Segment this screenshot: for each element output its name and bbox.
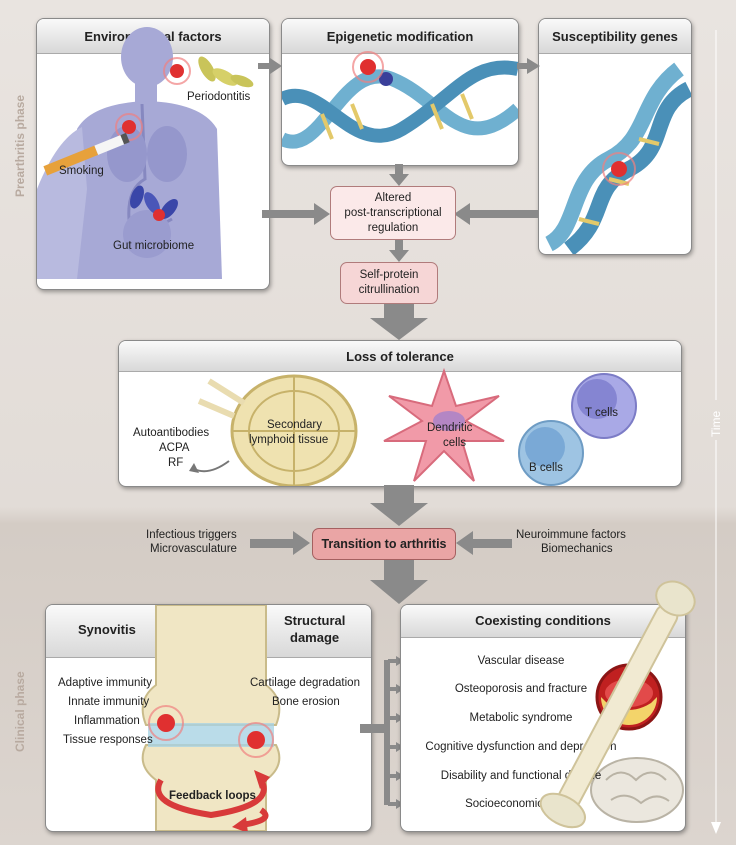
autoantibodies-label: Autoantibodies xyxy=(133,427,210,439)
altered-line2: post-transcriptional xyxy=(344,206,442,219)
secondary-label-1: Secondary xyxy=(267,419,322,431)
loss-of-tolerance-title: Loss of tolerance xyxy=(346,349,454,364)
dendritic-label-2: cells xyxy=(443,437,467,449)
susceptibility-genes-title: Susceptibility genes xyxy=(552,29,678,44)
biomechanics-label: Biomechanics xyxy=(541,543,613,555)
synovitis-panel: Synovitis Structural damage Adaptive imm… xyxy=(45,604,372,832)
altered-line3: regulation xyxy=(367,221,419,234)
altered-line1: Altered xyxy=(374,191,412,204)
innate-immunity-label: Innate immunity xyxy=(68,696,150,708)
citrullination-line1: Self-protein xyxy=(359,269,419,281)
acpa-label: ACPA xyxy=(159,442,190,454)
joint-illustration xyxy=(141,605,281,831)
b-cells-label: B cells xyxy=(529,462,563,474)
dna-helix-illustration xyxy=(282,51,518,149)
dendritic-label-1: Dendritic xyxy=(427,422,473,434)
infectious-triggers-label: Infectious triggers xyxy=(146,529,237,541)
coexisting-item: Vascular disease xyxy=(477,655,565,667)
coexisting-item: Osteoporosis and fracture xyxy=(454,683,588,695)
immune-cells-illustration xyxy=(189,367,637,486)
microvasculature-label: Microvasculature xyxy=(150,543,237,555)
altered-regulation-box: Altered post-transcriptional regulation xyxy=(330,186,456,240)
transition-box: Transition to arthritis xyxy=(312,528,456,560)
synovitis-title: Synovitis xyxy=(78,622,136,637)
citrullination-line2: citrullination xyxy=(358,284,420,296)
susceptibility-genes-panel: Susceptibility genes xyxy=(538,18,692,255)
inflammation-label: Inflammation xyxy=(74,715,140,727)
secondary-label-2: lymphoid tissue xyxy=(249,434,329,446)
cartilage-degradation-label: Cartilage degradation xyxy=(250,677,360,689)
dna-helix-illustration-2 xyxy=(544,62,691,254)
coexisting-item: Metabolic syndrome xyxy=(469,712,573,724)
gut-microbiome-label: Gut microbiome xyxy=(113,240,195,252)
bone-erosion-label: Bone erosion xyxy=(272,696,340,708)
coexisting-item: Disability and functional decline xyxy=(440,770,602,782)
transition-title: Transition to arthritis xyxy=(321,536,447,551)
coexisting-item: Socioeconomic status xyxy=(465,798,577,810)
structural-label-1: Structural xyxy=(284,613,346,628)
feedback-loops-label: Feedback loops xyxy=(169,790,256,802)
loss-of-tolerance-panel: Loss of tolerance Autoantibodies ACPA RF… xyxy=(118,340,682,487)
adaptive-immunity-label: Adaptive immunity xyxy=(58,677,152,689)
citrullination-box: Self-protein citrullination xyxy=(340,262,438,304)
environmental-factors-panel: Environmental factors Periodontitis Smok… xyxy=(36,18,270,290)
rf-label: RF xyxy=(168,457,184,469)
t-cells-label: T cells xyxy=(585,407,619,419)
epigenetic-modification-panel: Epigenetic modification xyxy=(281,18,519,166)
smoking-label: Smoking xyxy=(59,165,104,177)
coexisting-item: Cognitive dysfunction and depression xyxy=(425,741,617,753)
human-body-illustration xyxy=(37,27,254,279)
neuroimmune-label: Neuroimmune factors xyxy=(516,529,626,541)
tissue-responses-label: Tissue responses xyxy=(63,734,153,746)
epigenetic-modification-title: Epigenetic modification xyxy=(326,29,474,44)
periodontitis-label: Periodontitis xyxy=(187,91,251,103)
structural-label-2: damage xyxy=(290,630,340,645)
